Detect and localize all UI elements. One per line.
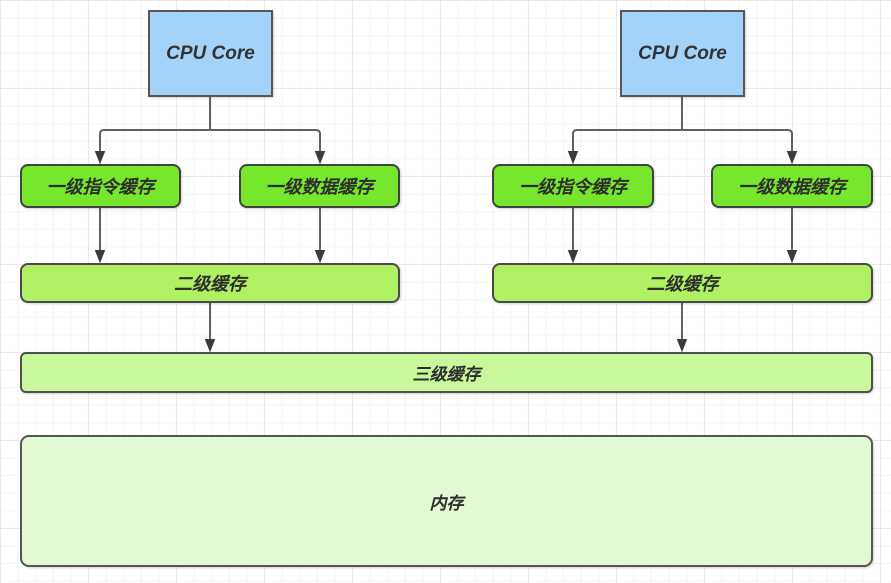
l3-cache-node[interactable]: 三级缓存 bbox=[20, 352, 873, 393]
l1-instruction-cache-1-label: 一级指令缓存 bbox=[46, 177, 155, 197]
l2-cache-2-node[interactable]: 二级缓存 bbox=[492, 263, 873, 303]
connector-l1-to-l2-left[interactable] bbox=[94, 208, 326, 264]
cpu-core-1-node[interactable]: CPU Core bbox=[148, 10, 273, 97]
l1-data-cache-1-node[interactable]: 一级数据缓存 bbox=[239, 164, 400, 208]
connector-cpu1-to-l1[interactable] bbox=[94, 97, 326, 165]
connector-l2-to-l3-left[interactable] bbox=[204, 303, 216, 353]
l1-instruction-cache-2-node[interactable]: 一级指令缓存 bbox=[492, 164, 654, 208]
connector-l2-to-l3-right[interactable] bbox=[676, 303, 688, 353]
l1-data-cache-2-label: 一级数据缓存 bbox=[738, 177, 846, 197]
memory-node[interactable]: 内存 bbox=[20, 435, 873, 567]
cpu-core-1-label: CPU Core bbox=[166, 42, 255, 64]
l2-cache-2-label: 二级缓存 bbox=[646, 274, 719, 294]
connector-cpu2-to-l1[interactable] bbox=[567, 97, 798, 165]
l1-instruction-cache-2-label: 一级指令缓存 bbox=[519, 177, 627, 197]
l2-cache-1-node[interactable]: 二级缓存 bbox=[20, 263, 400, 303]
l1-data-cache-2-node[interactable]: 一级数据缓存 bbox=[711, 164, 873, 208]
cpu-core-2-node[interactable]: CPU Core bbox=[620, 10, 745, 97]
l3-cache-label: 三级缓存 bbox=[412, 365, 481, 384]
l1-data-cache-1-label: 一级数据缓存 bbox=[265, 177, 374, 197]
l1-instruction-cache-1-node[interactable]: 一级指令缓存 bbox=[20, 164, 181, 208]
memory-label: 内存 bbox=[429, 493, 464, 513]
connector-l1-to-l2-right[interactable] bbox=[567, 208, 798, 264]
cpu-core-2-label: CPU Core bbox=[638, 42, 727, 64]
l2-cache-1-label: 二级缓存 bbox=[174, 274, 246, 294]
